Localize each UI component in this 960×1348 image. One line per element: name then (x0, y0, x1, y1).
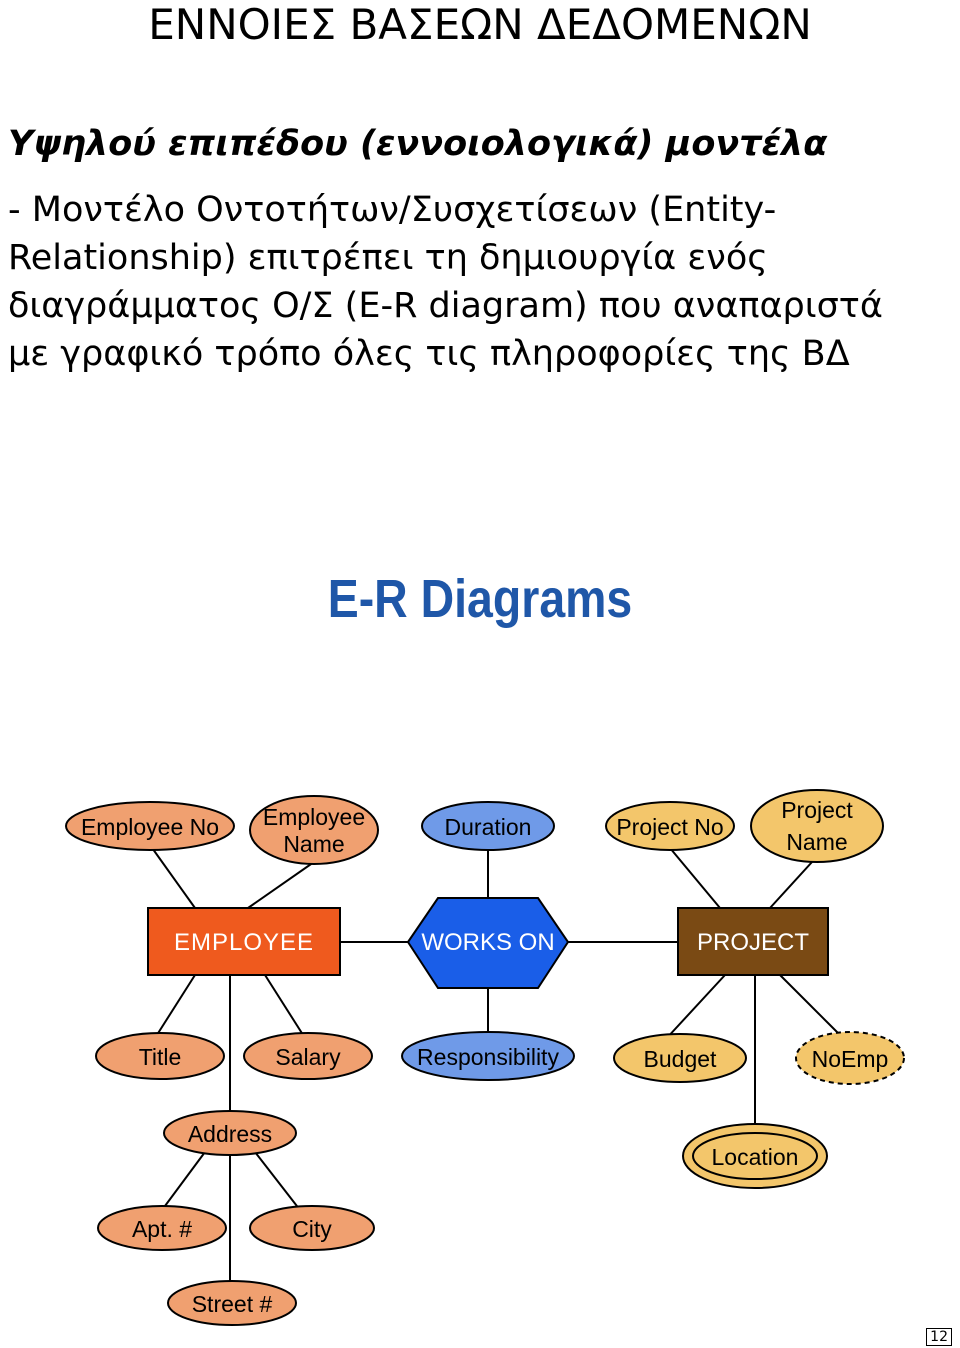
attribute-employee-no: Employee No (65, 801, 235, 851)
connector-lines (149, 844, 846, 1285)
svg-text:Duration: Duration (445, 814, 532, 840)
diagram-title: E-R Diagrams (327, 569, 633, 629)
svg-text:City: City (292, 1216, 332, 1242)
svg-text:Project: Project (781, 797, 853, 823)
attribute-salary: Salary (243, 1032, 373, 1080)
svg-text:Location: Location (712, 1144, 799, 1170)
attribute-title: Title (95, 1032, 225, 1080)
svg-text:Responsibility: Responsibility (417, 1044, 559, 1070)
svg-text:Name: Name (283, 831, 344, 857)
attribute-budget: Budget (613, 1033, 747, 1083)
svg-text:Project No: Project No (616, 814, 723, 840)
svg-text:Employee: Employee (263, 804, 365, 830)
svg-text:Salary: Salary (275, 1044, 341, 1070)
attribute-noemp: NoEmp (795, 1031, 905, 1085)
subheading: Υψηλού επιπέδου (εννοιολογικά) μοντέλα (8, 124, 828, 164)
attribute-apt: Apt. # (97, 1205, 227, 1251)
body-line: - Μοντέλο Οντοτήτων/Συσχετίσεων (Entity- (8, 190, 777, 230)
svg-text:Address: Address (188, 1121, 272, 1147)
entity-employee: EMPLOYEE (147, 907, 341, 976)
attribute-project-name: Project Name (750, 789, 884, 863)
entity-project: PROJECT (677, 907, 829, 976)
svg-text:NoEmp: NoEmp (812, 1046, 889, 1072)
body-line: διαγράμματος Ο/Σ (E-R diagram) που αναπα… (8, 286, 883, 326)
page-number: 12 (926, 1328, 952, 1346)
attribute-duration: Duration (421, 801, 555, 851)
svg-text:Employee No: Employee No (81, 814, 219, 840)
attribute-location: Location (682, 1123, 828, 1189)
svg-text:Apt. #: Apt. # (132, 1216, 192, 1242)
attribute-project-no: Project No (605, 801, 735, 851)
relationship-works-on: WORKS ON (406, 897, 570, 989)
svg-text:PROJECT: PROJECT (697, 929, 809, 956)
svg-text:Title: Title (139, 1044, 182, 1070)
attribute-street: Street # (167, 1280, 297, 1326)
attribute-responsibility: Responsibility (401, 1031, 575, 1081)
body-line: με γραφικό τρόπο όλες τις πληροφορίες τη… (8, 334, 850, 374)
attribute-city: City (249, 1205, 375, 1251)
svg-text:Name: Name (786, 829, 847, 855)
svg-text:EMPLOYEE: EMPLOYEE (174, 929, 314, 956)
svg-text:WORKS ON: WORKS ON (421, 929, 554, 956)
page-title: ΕΝΝΟΙΕΣ ΒΑΣΕΩΝ ΔΕΔΟΜΕΝΩΝ (148, 0, 812, 49)
body-paragraph: - Μοντέλο Οντοτήτων/Συσχετίσεων (Entity-… (8, 186, 952, 378)
svg-text:Budget: Budget (644, 1046, 718, 1072)
attribute-employee-name: Employee Name (249, 795, 379, 865)
svg-text:Street #: Street # (192, 1291, 273, 1317)
attribute-address: Address (163, 1110, 297, 1156)
body-line: Relationship) επιτρέπει τη δημιουργία εν… (8, 238, 768, 278)
